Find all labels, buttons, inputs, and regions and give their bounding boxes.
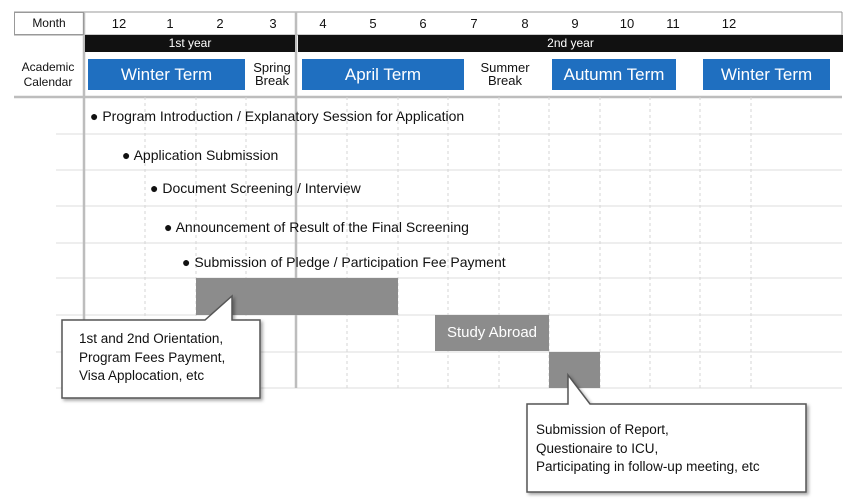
report-line-2: Questionaire to ICU, bbox=[536, 440, 659, 456]
winter-term-1: Winter Term bbox=[88, 59, 245, 90]
winter-term-2: Winter Term bbox=[703, 59, 830, 90]
orientation-callout bbox=[61, 294, 261, 399]
year-1st-label: 1st year bbox=[168, 36, 212, 50]
orientation-line-3: Visa Applocation, etc bbox=[79, 368, 205, 383]
orientation-callout-text: 1st and 2nd Orientation, Program Fees Pa… bbox=[79, 330, 225, 386]
academic-calendar-line2: Calendar bbox=[23, 75, 73, 89]
academic-calendar-line1: Academic bbox=[21, 60, 75, 74]
report-bar bbox=[549, 352, 600, 388]
month-label: 5 bbox=[369, 16, 377, 31]
report-line-1: Submission of Report, bbox=[536, 422, 669, 437]
month-label: 12 bbox=[111, 16, 127, 31]
year-2nd-label: 2nd year bbox=[547, 36, 594, 50]
report-callout-text: Submission of Report, Questionaire to IC… bbox=[536, 421, 760, 477]
year-2nd-bar: 2nd year bbox=[298, 35, 843, 52]
month-label: 12 bbox=[721, 16, 737, 31]
month-label: 10 bbox=[619, 16, 635, 31]
month-label: 3 bbox=[269, 16, 277, 31]
step-final-screening-result: ● Announcement of Result of the Final Sc… bbox=[164, 219, 469, 235]
summer-break: Summer Break bbox=[472, 61, 538, 87]
step-document-screening: ● Document Screening / Interview bbox=[150, 180, 361, 196]
month-label: 4 bbox=[319, 16, 327, 31]
spring-break-line1: Spring bbox=[253, 60, 291, 75]
step-application-submission: ● Application Submission bbox=[122, 147, 279, 163]
month-label: 6 bbox=[419, 16, 427, 31]
orientation-line-2: Program Fees Payment, bbox=[79, 349, 226, 365]
report-line-3: Participating in follow-up meeting, etc bbox=[536, 459, 760, 474]
month-label: 8 bbox=[521, 16, 529, 31]
autumn-term: Autumn Term bbox=[552, 59, 676, 90]
academic-calendar-label: Academic Calendar bbox=[14, 60, 82, 90]
month-header: Month bbox=[14, 12, 84, 35]
month-label: 2 bbox=[216, 16, 224, 31]
month-label: 11 bbox=[666, 16, 680, 31]
month-label: 9 bbox=[571, 16, 579, 31]
month-label: 1 bbox=[166, 16, 174, 31]
year-1st-bar: 1st year bbox=[85, 35, 295, 52]
summer-break-line2: Break bbox=[488, 73, 522, 88]
orientation-line-1: 1st and 2nd Orientation, bbox=[79, 331, 224, 346]
study-abroad-bar: Study Abroad bbox=[435, 315, 549, 351]
report-callout bbox=[526, 372, 807, 493]
step-pledge-submission: ● Submission of Pledge / Participation F… bbox=[182, 254, 506, 270]
month-label: 7 bbox=[470, 16, 478, 31]
step-program-introduction: ● Program Introduction / Explanatory Ses… bbox=[90, 108, 465, 124]
spring-break-line2: Break bbox=[255, 73, 289, 88]
april-term: April Term bbox=[302, 59, 464, 90]
summer-break-line1: Summer bbox=[480, 60, 530, 75]
spring-break: Spring Break bbox=[247, 61, 297, 87]
